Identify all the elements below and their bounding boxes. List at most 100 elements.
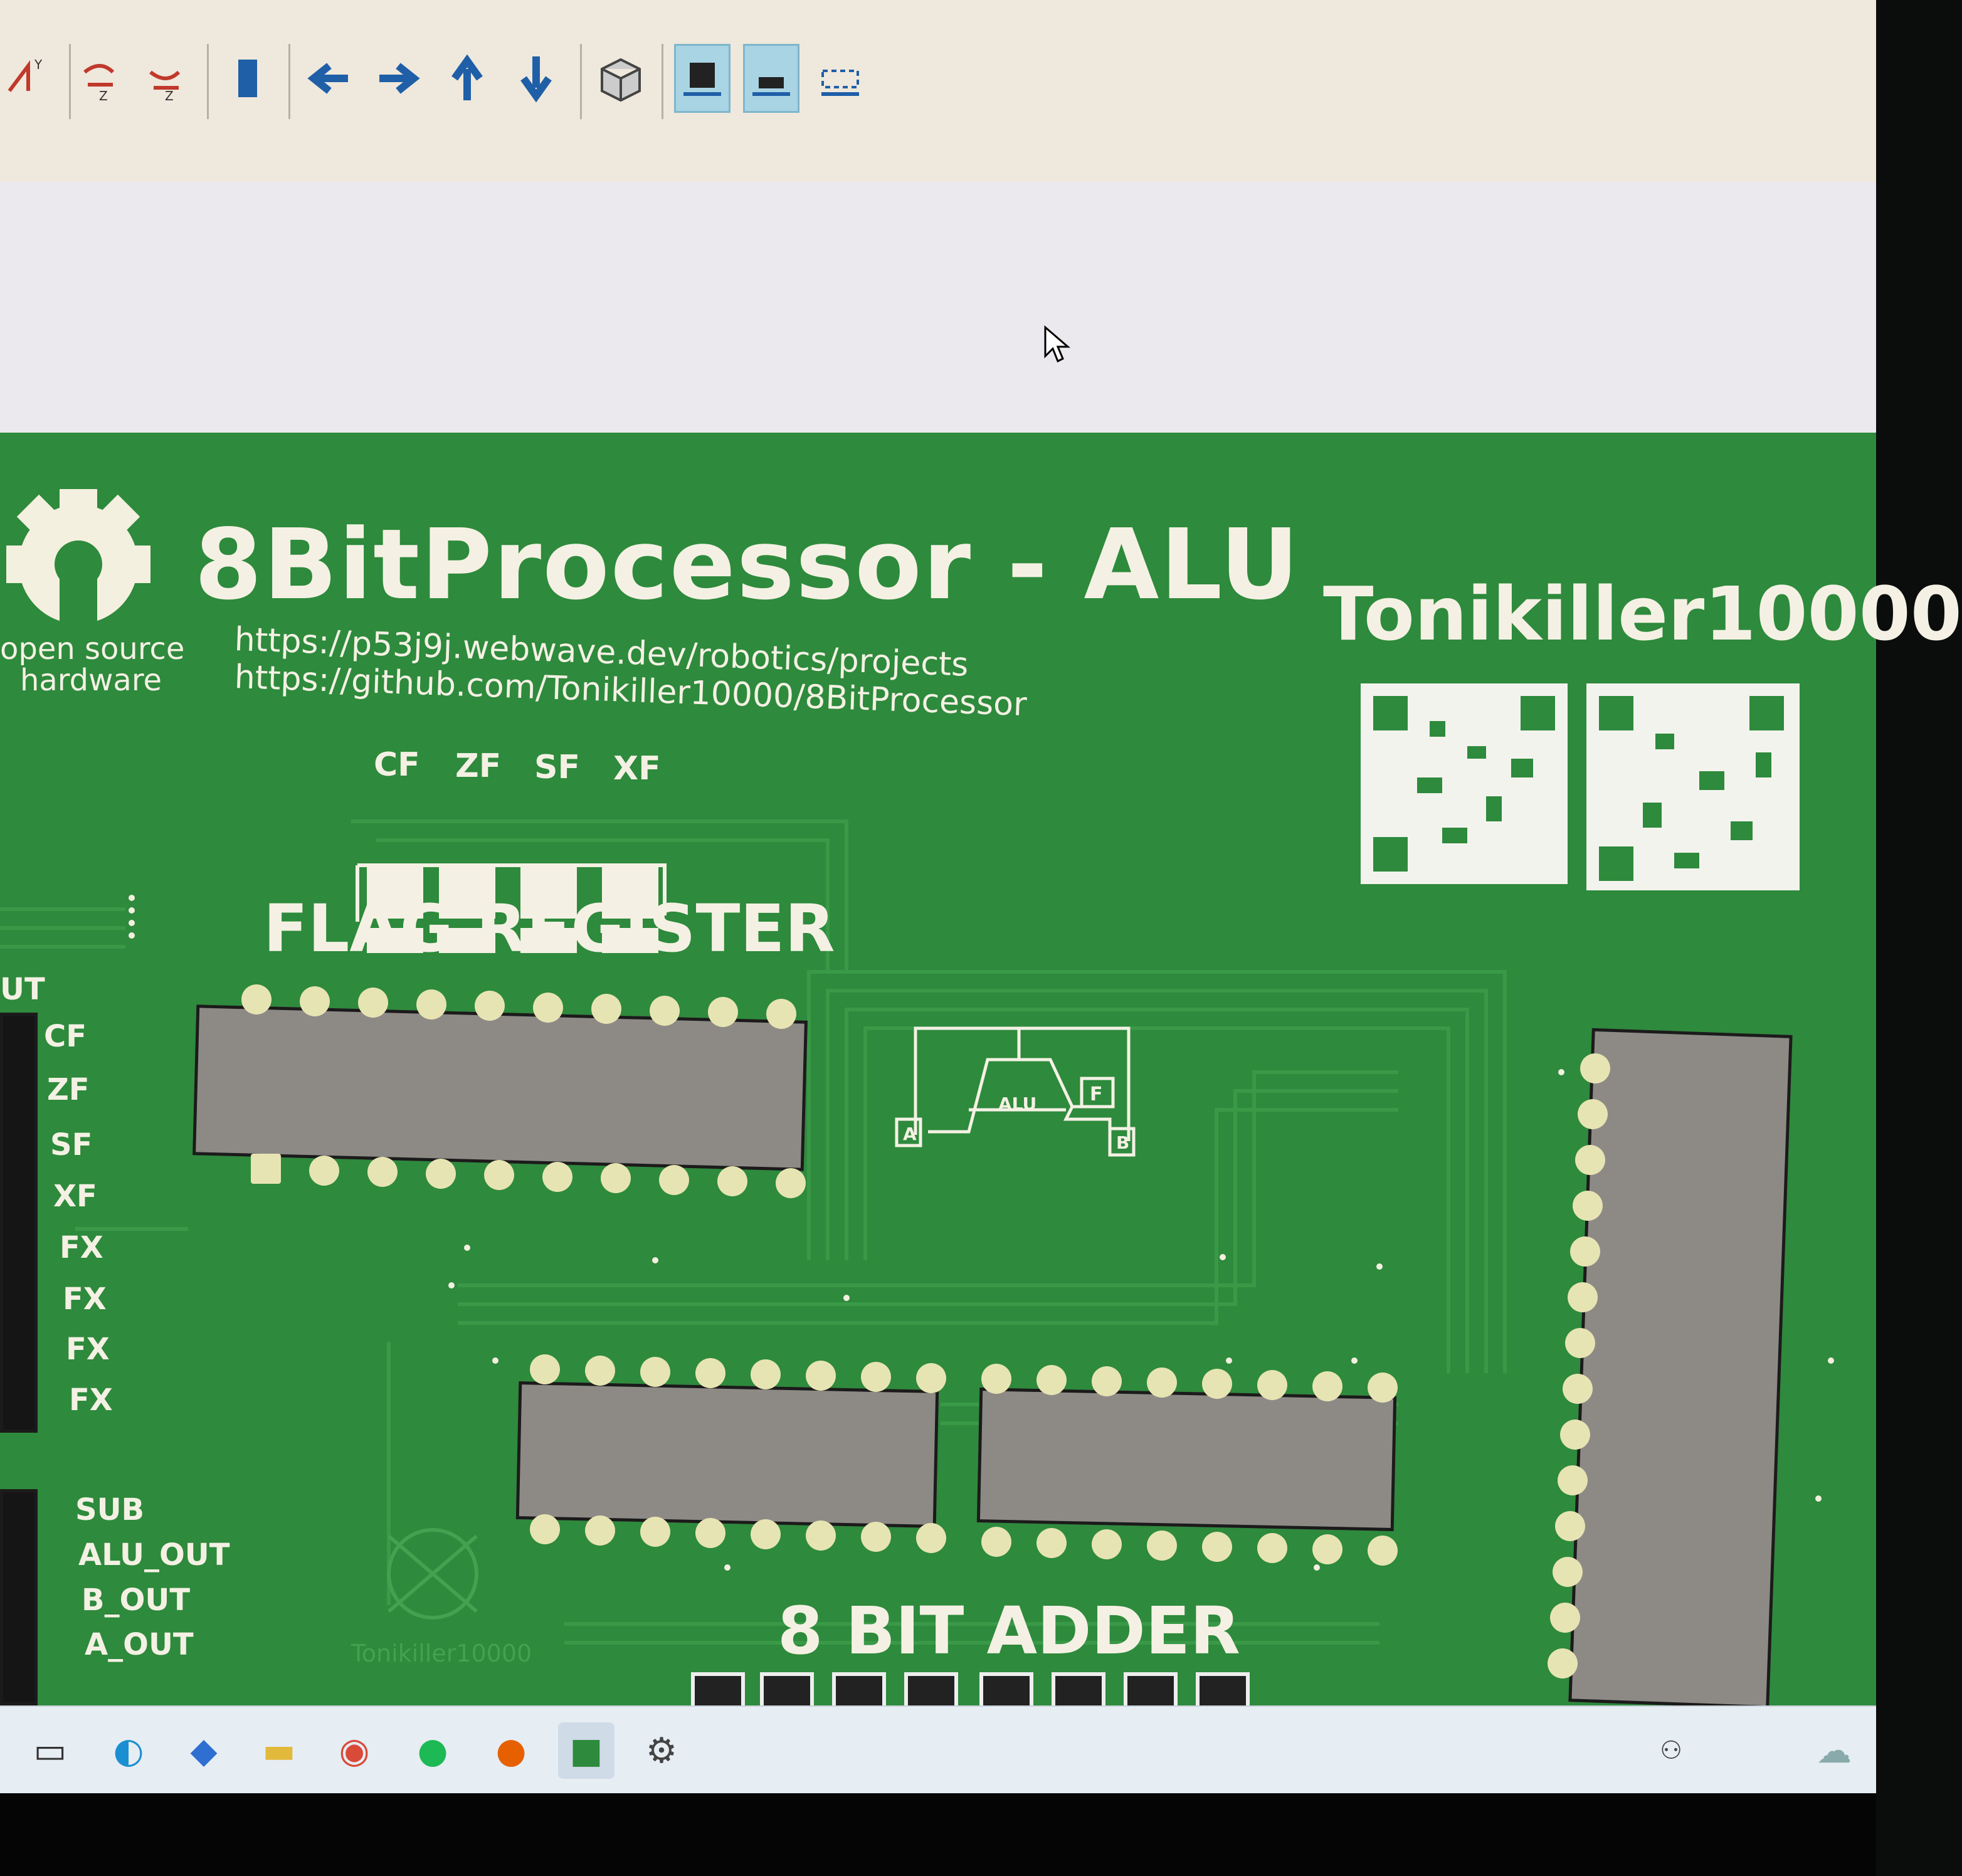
flip-board-y-button[interactable]: Y <box>0 44 56 113</box>
solder-pad <box>1553 1557 1583 1587</box>
onedrive-icon: ☁ <box>1817 1730 1852 1771</box>
solder-pad <box>416 989 446 1020</box>
solder-pad <box>1568 1282 1598 1312</box>
open-source-hardware-logo <box>6 489 150 633</box>
solder-pad <box>1565 1328 1595 1358</box>
settings-button[interactable]: ⚙ <box>633 1722 690 1779</box>
file-explorer-button[interactable]: ▬ <box>251 1722 307 1779</box>
settings-icon: ⚙ <box>645 1730 678 1771</box>
solder-pad <box>640 1357 670 1387</box>
solder-pad <box>1312 1534 1342 1564</box>
3d-viewport-background[interactable] <box>0 182 1876 439</box>
vertical-ic[interactable] <box>1568 1028 1793 1709</box>
pin-label: FX <box>69 1383 113 1418</box>
viewer-toolbar: Y Z Z <box>0 0 1876 184</box>
firefox-button[interactable]: ● <box>483 1722 539 1779</box>
alu-diagram <box>895 1026 1136 1157</box>
solder-pad <box>1573 1191 1603 1221</box>
solder-pad <box>1312 1371 1342 1401</box>
solder-pad <box>484 1160 514 1190</box>
oshw-caption: open source hardware <box>0 631 185 698</box>
solder-pad <box>542 1161 572 1192</box>
solder-pad <box>585 1515 615 1546</box>
pin-label: B_OUT <box>82 1583 191 1618</box>
solder-pad <box>1560 1420 1590 1450</box>
solder-pad <box>861 1522 891 1552</box>
svg-text:Y: Y <box>34 57 43 72</box>
move-down-button[interactable] <box>508 44 564 113</box>
solder-pad <box>981 1527 1011 1557</box>
qr-pattern <box>1373 696 1784 881</box>
arrow-down-icon <box>520 56 552 103</box>
solder-pad <box>650 995 680 1026</box>
solder-pad <box>300 986 330 1016</box>
mouse-cursor-icon <box>1044 325 1071 363</box>
3d-view-button[interactable] <box>593 44 649 113</box>
board-view-button[interactable] <box>219 44 276 113</box>
svg-text:Tonikiller10000: Tonikiller10000 <box>351 1640 532 1667</box>
kicad-button[interactable]: ■ <box>558 1722 614 1779</box>
solder-pad <box>591 994 621 1024</box>
solder-pad <box>1368 1536 1398 1566</box>
solder-pad <box>751 1519 781 1549</box>
solder-pad <box>916 1523 946 1553</box>
pin-label: FX <box>66 1332 110 1367</box>
task-view-button[interactable]: ▭ <box>22 1722 78 1779</box>
solder-pad <box>1578 1099 1608 1129</box>
left-pin-header-top[interactable] <box>0 1013 38 1433</box>
solder-pad <box>1548 1648 1578 1678</box>
adder-ic-1[interactable] <box>515 1381 939 1528</box>
onedrive-button[interactable]: ☁ <box>1806 1722 1862 1779</box>
solder-pad <box>717 1166 747 1196</box>
solder-pad <box>981 1364 1011 1394</box>
rotate-z-ccw-icon: Z <box>149 70 181 103</box>
move-right-button[interactable] <box>370 44 426 113</box>
pin-label: ALU_OUT <box>78 1537 230 1573</box>
solder-pad <box>1257 1370 1287 1400</box>
pin-label: FX <box>60 1230 103 1265</box>
perspective-view-icon <box>683 63 721 96</box>
move-up-button[interactable] <box>439 44 495 113</box>
svg-text:ALU: ALU <box>998 1093 1036 1114</box>
move-left-button[interactable] <box>301 44 357 113</box>
pcb-board[interactable]: A B F ALU Tonikiller10000 <box>0 433 1962 1714</box>
solder-pad <box>1147 1531 1177 1561</box>
rotate-z-cw-button[interactable]: Z <box>72 44 129 113</box>
solder-pad <box>426 1158 456 1189</box>
solder-pad <box>533 992 563 1023</box>
svg-text:B: B <box>1116 1132 1129 1153</box>
perspective-toggle[interactable] <box>674 44 730 113</box>
flag-label-zf: ZF <box>455 747 502 785</box>
solder-pad <box>475 991 505 1021</box>
solder-pad <box>695 1358 725 1388</box>
solder-pad <box>1092 1529 1122 1559</box>
adder-ic-2[interactable] <box>976 1388 1397 1531</box>
app-button[interactable]: ◆ <box>176 1722 232 1779</box>
spotify-button[interactable]: ● <box>404 1722 461 1779</box>
rotate-z-ccw-button[interactable]: Z <box>138 44 194 113</box>
solder-pad <box>309 1155 339 1186</box>
solder-pad <box>766 998 796 1029</box>
people-button[interactable]: ⚇ <box>1643 1722 1699 1779</box>
people-icon: ⚇ <box>1660 1736 1682 1765</box>
spotify-icon: ● <box>417 1730 448 1771</box>
solder-pad <box>659 1164 689 1195</box>
flag-label-xf: XF <box>613 750 661 788</box>
firefox-icon: ● <box>495 1730 527 1771</box>
pin-label: A_OUT <box>85 1627 194 1662</box>
chrome-button[interactable]: ◉ <box>326 1722 382 1779</box>
orthographic-view-icon <box>752 77 790 96</box>
windows-taskbar: ▭ ◐ ◆ ▬ ◉ ● ● ■ ⚙ ⚇ ☁ <box>0 1705 1876 1794</box>
svg-text:Z: Z <box>99 88 108 103</box>
bounding-box-button[interactable] <box>812 44 868 113</box>
solder-pad <box>806 1361 836 1391</box>
edge-button[interactable]: ◐ <box>100 1722 157 1779</box>
solder-pad <box>585 1356 615 1386</box>
flag-register-ic[interactable] <box>193 1004 808 1171</box>
pin-label: SF <box>50 1127 93 1162</box>
solder-pad <box>601 1163 631 1193</box>
arrow-left-icon <box>307 63 348 94</box>
solder-pad <box>1580 1053 1610 1083</box>
left-pin-header-bottom[interactable] <box>0 1489 38 1705</box>
orthographic-toggle[interactable] <box>743 44 799 113</box>
